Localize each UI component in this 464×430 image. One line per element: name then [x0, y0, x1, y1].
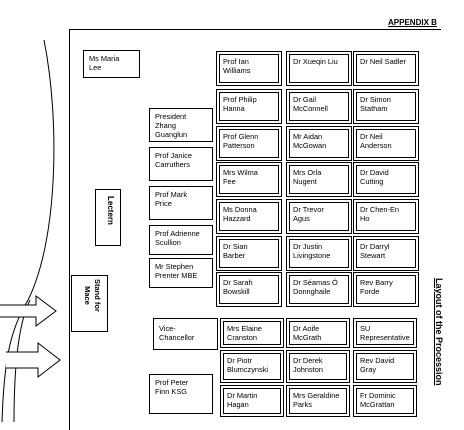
seat-grid-r0-c1: Dr Xueqin Liu — [286, 51, 352, 86]
seat-lower-r2-c1: Mrs Geraldine Parks — [286, 385, 350, 417]
seat-name: Dr Neil Sadler — [360, 57, 407, 66]
seat-name: Fr Dominic McGrattan — [360, 391, 396, 409]
seat-name: Prof Glenn Patterson — [223, 132, 259, 150]
seat-maria-lee: Ms Maria Lee — [83, 50, 140, 78]
procession-direction-arrows — [0, 39, 61, 422]
seat-grid-r5-c2: Dr Darryl Stewart — [353, 236, 419, 271]
seat-lower-r0-c0: Mrs Elaine Cranston — [220, 318, 284, 348]
mace-stand-label: Stand for Mace — [83, 279, 102, 312]
appendix-label: APPENDIX B — [388, 18, 437, 27]
seat-grid-r0-c2: Dr Neil Sadler — [353, 51, 419, 86]
seat-president-zhang: President Zhang Guanglun — [149, 108, 213, 142]
seat-name: Prof Janice Carruthers — [155, 151, 192, 169]
seat-grid-r6-c0: Dr Sarah Bowskill — [216, 272, 282, 307]
seat-name: Dr Aoife McGrath — [293, 324, 322, 342]
seat-name: Prof Ian Williams — [223, 57, 251, 75]
seat-name: Dr Chen-En Ho — [360, 205, 400, 223]
lectern — [95, 189, 121, 246]
seat-grid-r5-c1: Dr Justin Livingstone — [286, 236, 352, 271]
seat-name: Dr Derek Johnston — [293, 356, 323, 374]
seat-vice-chancellor: Vice- Chancellor — [153, 318, 218, 350]
seat-name: Mrs Elaine Cranston — [227, 324, 262, 342]
seat-name: Dr Gail McConnell — [293, 95, 328, 113]
hall-outline — [69, 29, 441, 430]
seat-name: Dr Sian Barber — [223, 242, 248, 260]
seat-lower-r1-c2: Rev David Gray — [353, 350, 417, 383]
seat-name: Dr Sarah Bowskill — [223, 278, 253, 296]
seat-name: Ms Donna Hazzard — [223, 205, 257, 223]
seat-name: Prof Philip Hanna — [223, 95, 257, 113]
seat-lower-r2-c0: Dr Martin Hagan — [220, 385, 284, 417]
seat-name: Mr Stephen Prenter MBE — [155, 262, 198, 280]
seat-peter-finn: Prof Peter Finn KSG — [149, 374, 213, 414]
seat-grid-r2-c0: Prof Glenn Patterson — [216, 126, 282, 161]
seat-name: Dr Séamas Ó Donnghaile — [293, 278, 338, 296]
seat-name: Dr Trevor Agus — [293, 205, 324, 223]
seat-grid-r2-c1: Mr Aidan McGowan — [286, 126, 352, 161]
seat-name: Rev Barry Forde — [360, 278, 393, 296]
seat-grid-r2-c2: Dr Neil Anderson — [353, 126, 419, 161]
seat-mark-price: Prof Mark Price — [149, 186, 213, 220]
seat-name: Rev David Gray — [360, 356, 395, 374]
seat-grid-r1-c1: Dr Gail McConnell — [286, 89, 352, 124]
seat-name: Dr Justin Livingstone — [293, 242, 331, 260]
mace-stand — [71, 275, 108, 332]
seat-name: Dr Xueqin Liu — [293, 57, 338, 66]
seat-grid-r1-c0: Prof Philip Hanna — [216, 89, 282, 124]
seat-name: Dr David Cutting — [360, 168, 389, 186]
seat-name: Dr Simon Statham — [360, 95, 391, 113]
seat-stephen-prenter: Mr Stephen Prenter MBE — [149, 258, 213, 288]
seat-adrienne-scullion: Prof Adrienne Scullion — [149, 225, 213, 255]
seat-grid-r4-c2: Dr Chen-En Ho — [353, 199, 419, 234]
seat-name: Mrs Wilma Fee — [223, 168, 258, 186]
seat-name: Vice- Chancellor — [159, 324, 195, 342]
seat-name: Dr Martin Hagan — [227, 391, 258, 409]
seat-grid-r4-c1: Dr Trevor Agus — [286, 199, 352, 234]
seat-lower-r1-c0: Dr Piotr Blumczynski — [220, 350, 284, 383]
seat-grid-r3-c0: Mrs Wilma Fee — [216, 162, 282, 197]
seat-name: Dr Darryl Stewart — [360, 242, 390, 260]
seat-lower-r2-c2: Fr Dominic McGrattan — [353, 385, 417, 417]
seat-grid-r0-c0: Prof Ian Williams — [216, 51, 282, 86]
seat-janice-carruthers: Prof Janice Carruthers — [149, 147, 213, 181]
seat-grid-r5-c0: Dr Sian Barber — [216, 236, 282, 271]
seat-name: Dr Piotr Blumczynski — [227, 356, 269, 374]
seat-lower-r1-c1: Dr Derek Johnston — [286, 350, 350, 383]
seat-lower-r0-c1: Dr Aoife McGrath — [286, 318, 350, 348]
layout-title: Layout of the Procession — [434, 278, 444, 386]
seat-name: Mrs Geraldine Parks — [293, 391, 340, 409]
seat-name: Prof Peter Finn KSG — [155, 378, 189, 396]
seat-grid-r3-c1: Mrs Orla Nugent — [286, 162, 352, 197]
seat-name: Prof Mark Price — [155, 190, 188, 208]
seat-grid-r1-c2: Dr Simon Statham — [353, 89, 419, 124]
seat-name: Dr Neil Anderson — [360, 132, 392, 150]
seat-name: Ms Maria Lee — [89, 54, 120, 72]
seat-name: Prof Adrienne Scullion — [155, 229, 200, 247]
seat-name: SU Representative — [360, 324, 410, 342]
seat-lower-r0-c2: SU Representative — [353, 318, 417, 348]
seat-name: Mr Aidan McGowan — [293, 132, 327, 150]
seat-grid-r4-c0: Ms Donna Hazzard — [216, 199, 282, 234]
seat-grid-r3-c2: Dr David Cutting — [353, 162, 419, 197]
seat-grid-r6-c2: Rev Barry Forde — [353, 272, 419, 307]
seat-grid-r6-c1: Dr Séamas Ó Donnghaile — [286, 272, 352, 307]
seat-name: Mrs Orla Nugent — [293, 168, 322, 186]
lectern-label: Lectern — [106, 196, 115, 225]
seat-name: President Zhang Guanglun — [155, 112, 188, 139]
